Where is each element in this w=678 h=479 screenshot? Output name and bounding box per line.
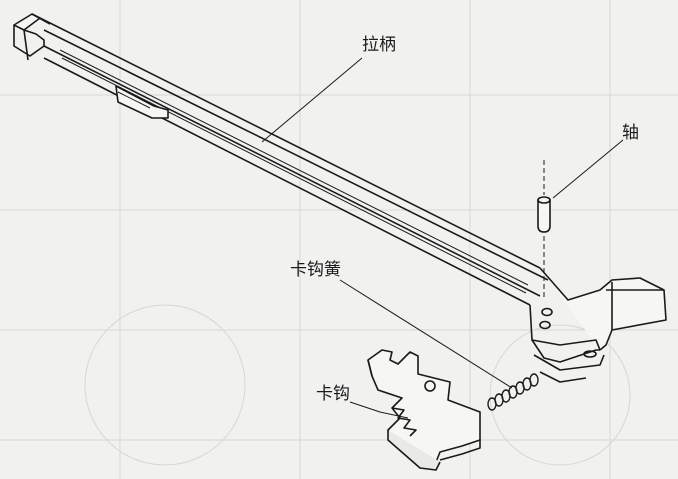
leader-spring (339, 279, 513, 389)
pin (537, 160, 551, 300)
label-pin: 轴 (622, 123, 639, 143)
leader-pin (552, 139, 624, 199)
leader-handle (261, 57, 363, 143)
label-handle: 拉柄 (362, 35, 396, 55)
charging-handle (13, 13, 667, 383)
label-latch-spring: 卡钩簧 (290, 260, 341, 280)
latch (367, 349, 481, 471)
latch-spring (487, 373, 539, 411)
leader-lines (261, 57, 624, 419)
leader-latch (349, 401, 409, 419)
label-latch: 卡钩 (316, 384, 350, 404)
